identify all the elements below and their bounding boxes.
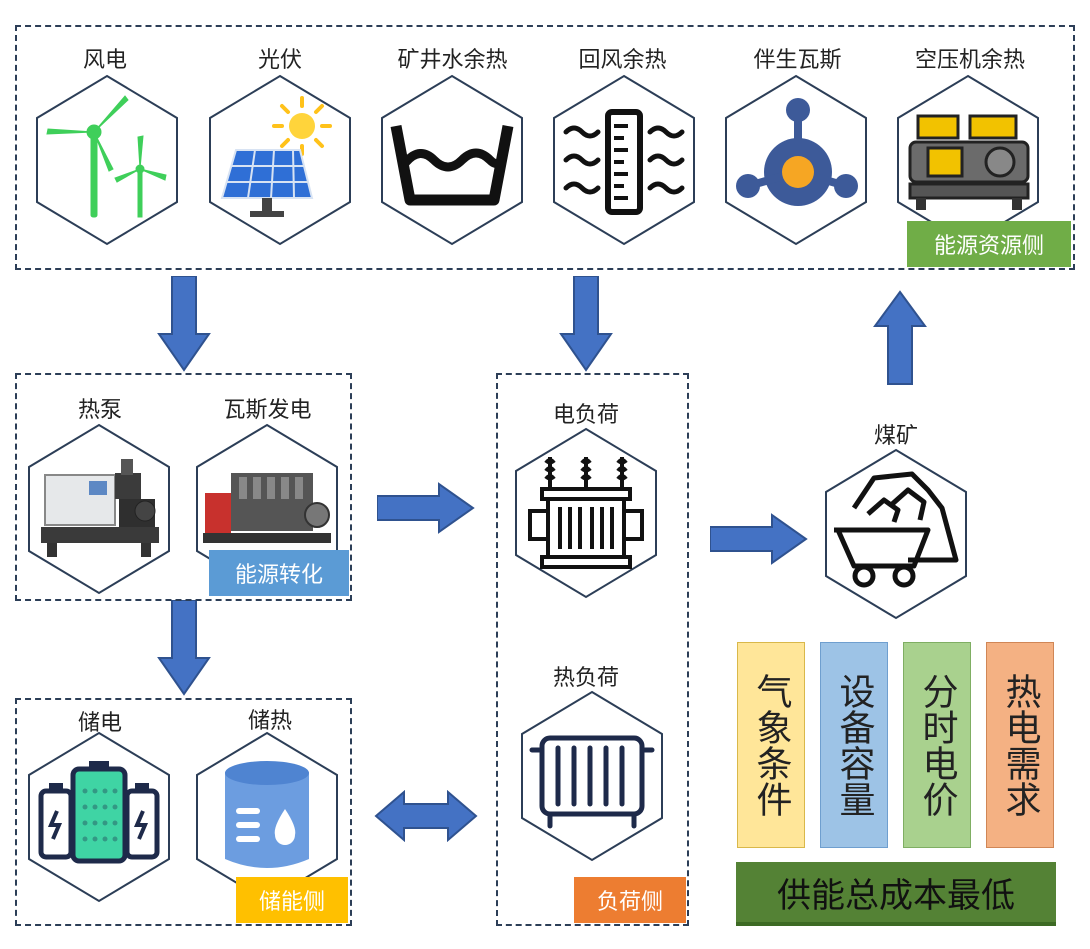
factor-tou-price: 分时电价 [903,642,971,848]
factor-tou-price-text: 分时电价 [916,673,958,817]
arrow-storage-load-bidirectional [374,790,478,842]
gas-molecule-icon [725,74,867,246]
load-label-electric: 电负荷 [552,403,619,428]
arrow-load-to-coalmine [710,513,808,565]
radiator-icon [521,690,663,862]
heat-storage-tank-icon [196,731,338,903]
wind-turbine-icon [36,74,178,246]
storage-label-heat: 储热 [247,709,292,734]
factor-capacity-text: 设备容量 [833,673,875,817]
conversion-label-heatpump: 热泵 [77,398,122,423]
factor-demand-text: 热电需求 [999,673,1041,817]
storage-label-battery: 储电 [77,711,122,736]
load-panel [496,373,689,926]
coal-cart-icon [825,448,967,620]
factor-demand: 热电需求 [986,642,1054,848]
arrow-resource-to-conversion [157,276,211,372]
solar-panel-icon [209,74,351,246]
transformer-icon [515,427,657,599]
resource-label-returnair: 回风余热 [578,48,667,73]
thermometer-waves-icon [553,74,695,246]
resource-label-pv: 光伏 [257,48,302,73]
resource-label-gas: 伴生瓦斯 [753,48,842,73]
arrow-conversion-to-storage [157,600,211,696]
resource-label-compressor: 空压机余热 [914,48,1025,73]
conversion-label-gasgen: 瓦斯发电 [223,398,312,423]
factor-capacity: 设备容量 [820,642,888,848]
resource-side-tag: 能源资源侧 [907,221,1071,267]
objective-text: 供能总成本最低 [777,875,1015,916]
load-tag: 负荷侧 [574,877,686,923]
factor-weather: 气象条件 [737,642,805,848]
resource-side-panel [15,25,1075,270]
coal-mine-label: 煤矿 [873,424,918,449]
storage-tag: 储能侧 [236,877,348,923]
resource-label-minewater: 矿井水余热 [397,48,508,73]
arrow-conversion-to-load [377,482,475,534]
storage-panel [15,698,352,926]
conversion-panel [15,373,352,601]
resource-label-wind: 风电 [82,48,127,73]
heat-pump-icon [28,423,170,595]
arrow-coalmine-to-resource [873,290,927,385]
objective-banner: 供能总成本最低 [736,862,1056,926]
battery-storage-icon [28,731,170,903]
factor-weather-text: 气象条件 [750,673,792,817]
arrow-resource-to-load [559,276,613,372]
conversion-tag: 能源转化 [209,550,349,596]
air-compressor-icon [897,74,1039,246]
water-basin-icon [381,74,523,246]
load-label-heat: 热负荷 [552,666,619,691]
